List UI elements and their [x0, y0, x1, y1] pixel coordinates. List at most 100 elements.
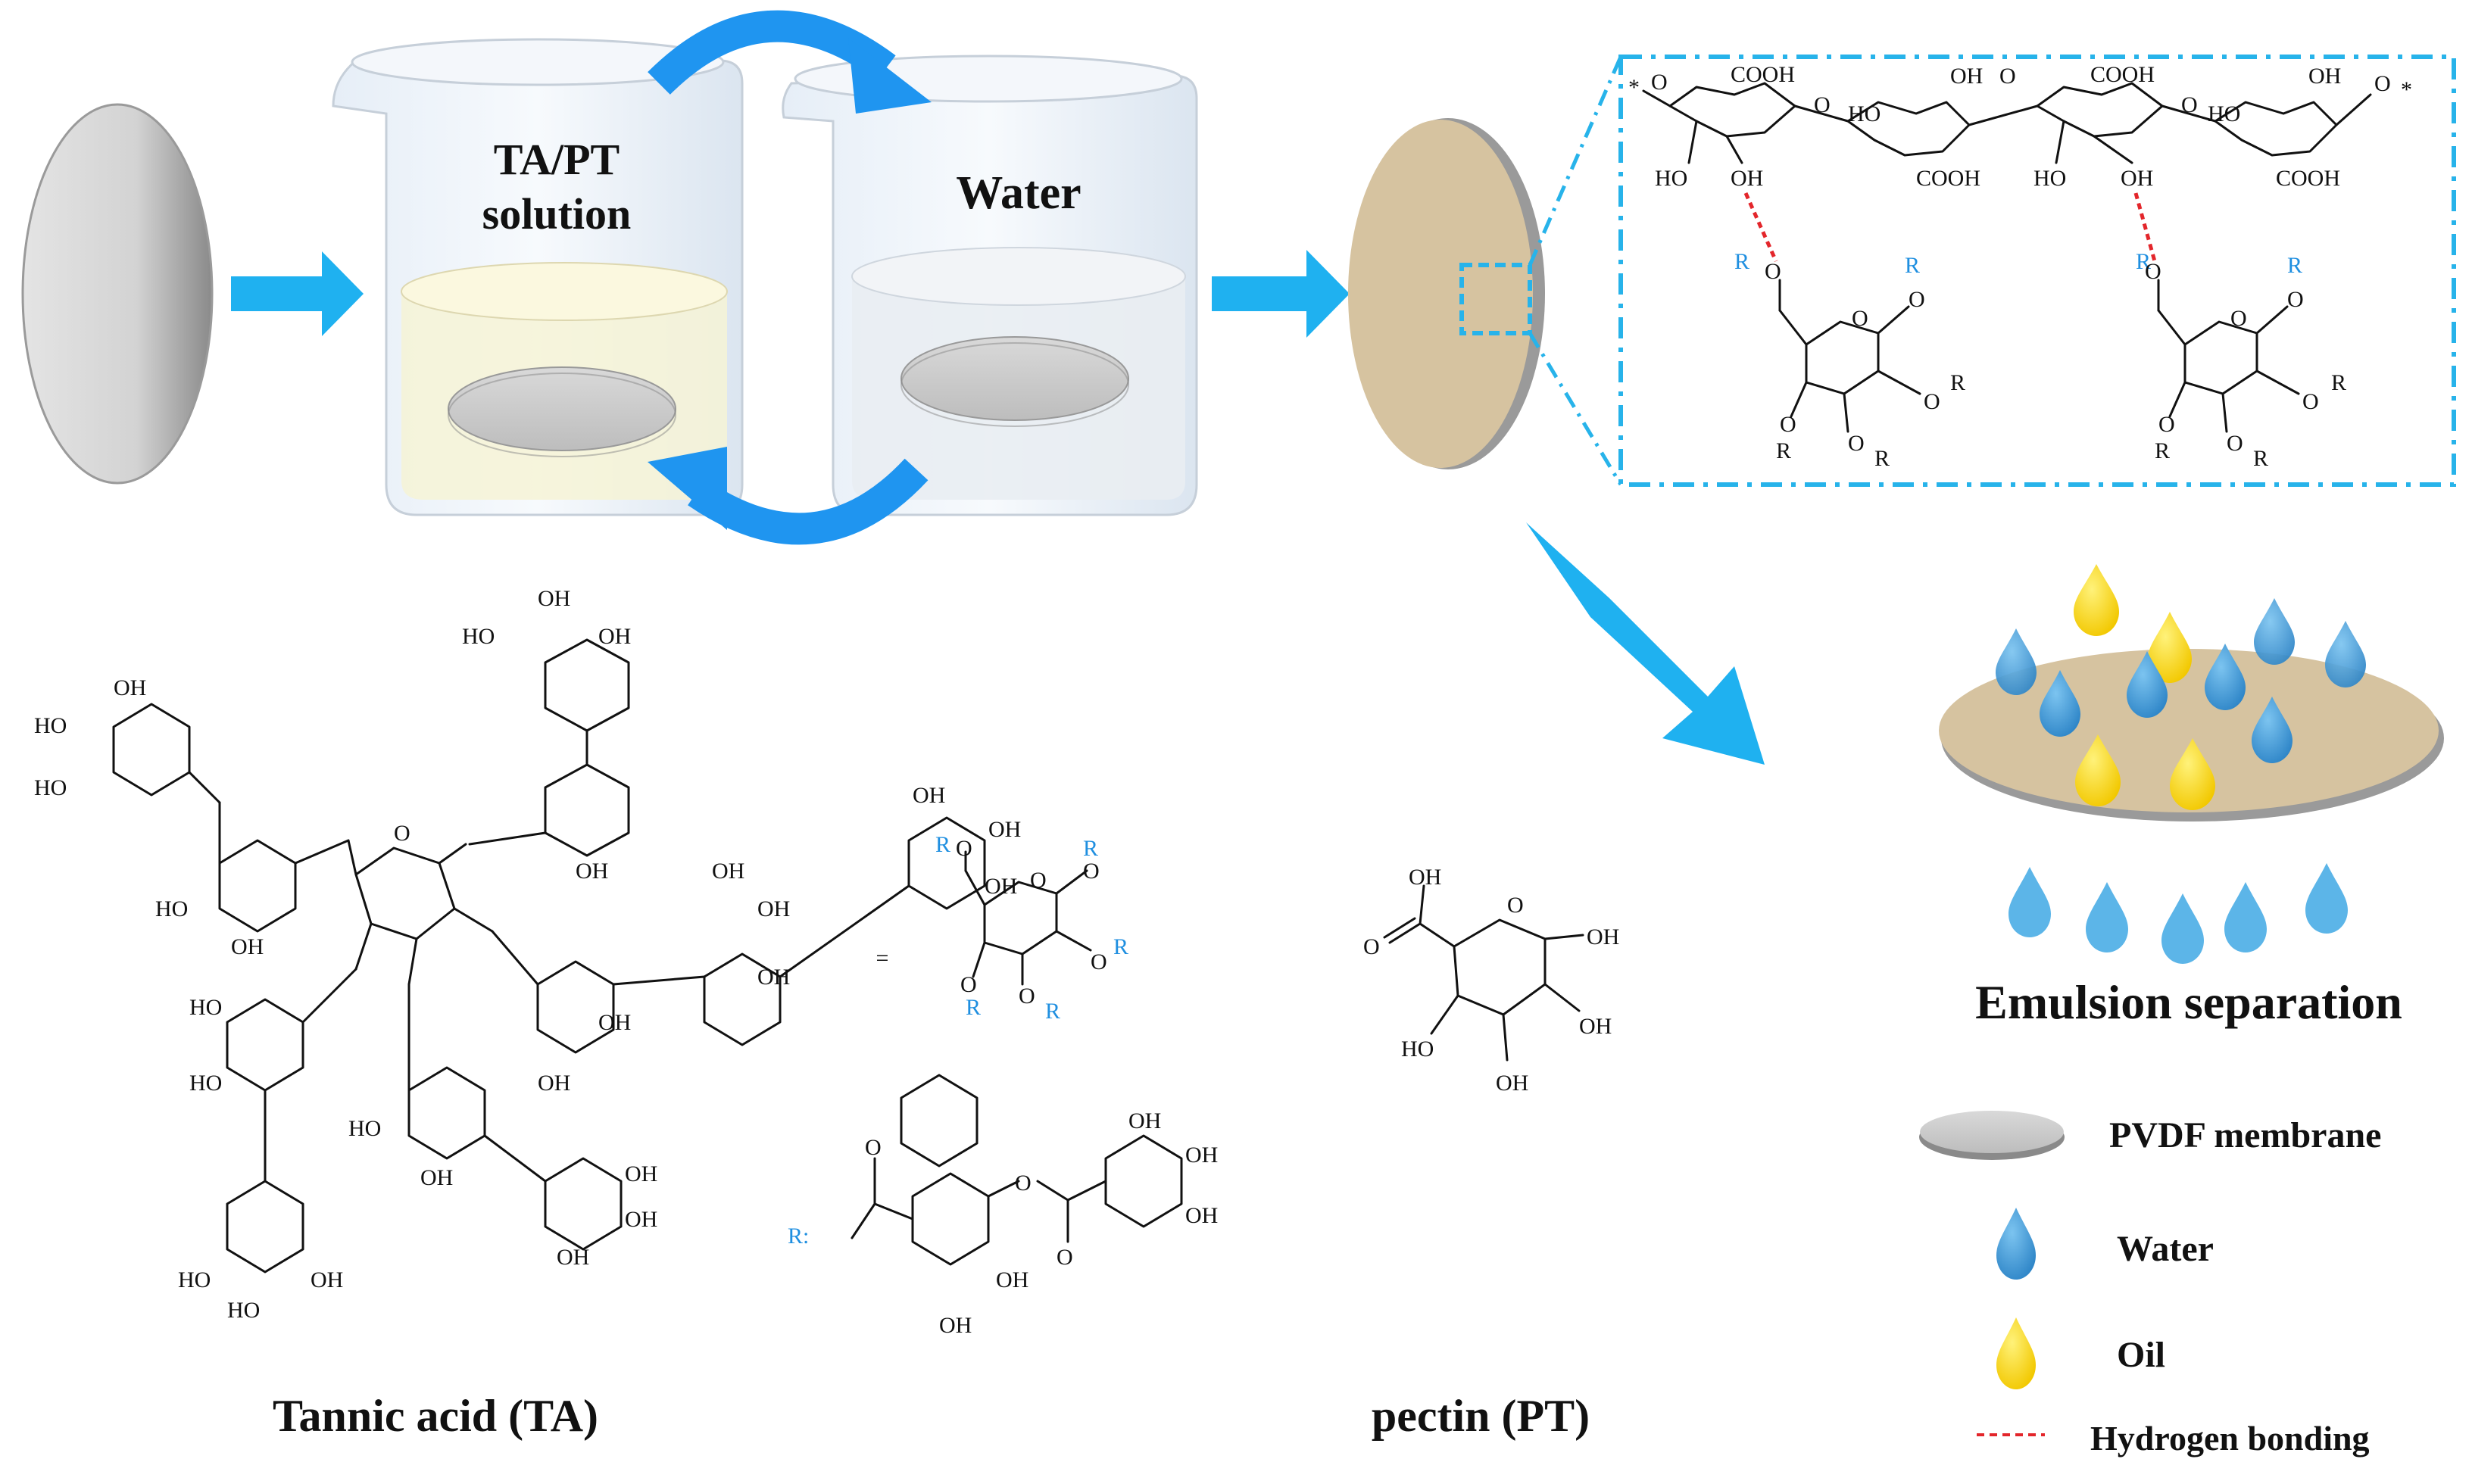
- label-r: R: [2331, 370, 2346, 395]
- label-o: O: [1814, 92, 1831, 117]
- legend-label-oil: Oil: [2117, 1335, 2165, 1375]
- emulsion-separation-title: Emulsion separation: [1975, 975, 2402, 1029]
- label-r: R: [1045, 999, 1060, 1024]
- label-ho: HO: [348, 1116, 381, 1141]
- oil-drop-icon: [2148, 612, 2192, 683]
- label-r: R: [1874, 446, 1890, 471]
- label-o: O: [2181, 92, 2198, 117]
- water-drop-icon: [2305, 863, 2348, 934]
- label-o: O: [1057, 1245, 1073, 1270]
- pectin-monomer-structure: OH O O OH OH OH HO pectin (PT): [1363, 865, 1619, 1441]
- label-ho: HO: [178, 1267, 211, 1292]
- label-o: O: [960, 972, 977, 997]
- glucose-core-1: R O O R O O R O R O R: [1734, 249, 1965, 471]
- label-cooh: COOH: [1916, 166, 1980, 191]
- label-oh: OH: [2308, 64, 2341, 89]
- label-r: R: [2136, 249, 2151, 274]
- label-r: R: [2155, 438, 2170, 463]
- label-o: O: [2230, 306, 2247, 331]
- water-drop-icon: [2254, 598, 2295, 665]
- process-arrow-1: [231, 251, 364, 336]
- label-o: O: [1507, 893, 1524, 918]
- label-o: O: [1848, 431, 1865, 456]
- label-r: R: [1950, 370, 1965, 395]
- label-o: O: [2374, 71, 2391, 96]
- oil-drop-icon: [1996, 1317, 2036, 1389]
- drops-below-membrane: [2008, 863, 2348, 964]
- label-oh: OH: [625, 1161, 657, 1186]
- process-arrow-2: [1212, 250, 1350, 338]
- label-oh: OH: [538, 1071, 570, 1096]
- water-drop-icon: [2161, 893, 2204, 964]
- tannic-acid-title: Tannic acid (TA): [273, 1391, 598, 1441]
- label-o: O: [1999, 64, 2016, 89]
- hydrogen-bond-1: [1743, 192, 1778, 263]
- label-oh: OH: [2121, 166, 2153, 191]
- label-o: O: [1015, 1171, 1032, 1196]
- process-arrow-diagonal: [1526, 522, 1765, 765]
- label-oh: OH: [1950, 64, 1983, 89]
- legend-label-hbond: Hydrogen bonding: [2090, 1419, 2370, 1458]
- label-r: R: [2253, 446, 2268, 471]
- legend-item-hbond: Hydrogen bonding: [1977, 1419, 2370, 1458]
- zoom-box-structure: * O COOH O OH HO COOH O COOH O OH HO COO…: [1618, 55, 2456, 487]
- oil-drop-icon: [2170, 738, 2215, 810]
- label-o: O: [956, 836, 972, 861]
- tannic-acid-structure: O OH HO OH OH OH HO HO HO: [34, 586, 1021, 1441]
- label-ho: HO: [1848, 101, 1881, 126]
- label-ho: HO: [2208, 101, 2240, 126]
- label-oh: OH: [939, 1313, 972, 1338]
- label-o: O: [865, 1135, 882, 1160]
- label-oh: OH: [913, 783, 945, 808]
- label-r: R: [2287, 253, 2302, 278]
- label-ho: HO: [1401, 1037, 1434, 1062]
- r-group-label: R:: [788, 1224, 809, 1249]
- label-o: O: [2158, 412, 2175, 437]
- label-oh: OH: [1409, 865, 1441, 890]
- coated-membrane: [1348, 56, 1623, 486]
- water-drop-icon: [2086, 882, 2128, 952]
- water-drop-icon: [2008, 867, 2051, 937]
- oil-drop-icon: [2075, 734, 2121, 806]
- label-ho: HO: [2033, 166, 2066, 191]
- label-r: R: [1113, 934, 1128, 959]
- label-oh: OH: [1185, 1203, 1218, 1228]
- label-oh: OH: [1731, 166, 1763, 191]
- water-drop-icon: [2224, 882, 2267, 952]
- label-o: O: [1924, 389, 1940, 414]
- beaker1-label-line2: solution: [482, 189, 632, 238]
- label-o: O: [1363, 934, 1380, 959]
- label-r: R: [935, 832, 950, 857]
- label-ho: HO: [1655, 166, 1687, 191]
- water-drop-icon: [2252, 697, 2293, 763]
- label-r: R: [1734, 249, 1749, 274]
- label-r: R: [966, 995, 981, 1020]
- label-oh: OH: [625, 1207, 657, 1232]
- drops-on-membrane: [1996, 564, 2366, 810]
- equals-sign: =: [876, 946, 889, 971]
- label-o: O: [1780, 412, 1796, 437]
- label-oh: OH: [311, 1267, 343, 1292]
- label-oh: OH: [420, 1165, 453, 1190]
- label-o: O: [2287, 287, 2304, 312]
- label-oh: OH: [1128, 1108, 1161, 1133]
- chain-end-star-left: *: [1628, 75, 1640, 100]
- cycle-arrow-top: [648, 10, 932, 114]
- beaker1-label-line1: TA/PT: [494, 135, 620, 184]
- legend-label-water: Water: [2117, 1229, 2214, 1269]
- label-oh: OH: [231, 934, 264, 959]
- label-oh: OH: [988, 817, 1021, 842]
- cycle-arrow-bottom: [648, 447, 929, 545]
- label-oh: OH: [757, 896, 790, 921]
- beaker2-label: Water: [956, 167, 1081, 219]
- ta-simplified-core: R O O R O O R O R O R: [935, 832, 1128, 1024]
- label-r: R: [1776, 438, 1791, 463]
- oil-drop-icon: [2074, 564, 2119, 636]
- pectin-title: pectin (PT): [1372, 1391, 1590, 1441]
- water-drop-icon: [1996, 1208, 2036, 1280]
- legend-label-pvdf: PVDF membrane: [2109, 1115, 2381, 1155]
- water-drop-icon: [2205, 644, 2246, 710]
- label-o: O: [1091, 949, 1107, 974]
- label-r: R: [1083, 836, 1098, 861]
- label-ho: HO: [189, 995, 222, 1020]
